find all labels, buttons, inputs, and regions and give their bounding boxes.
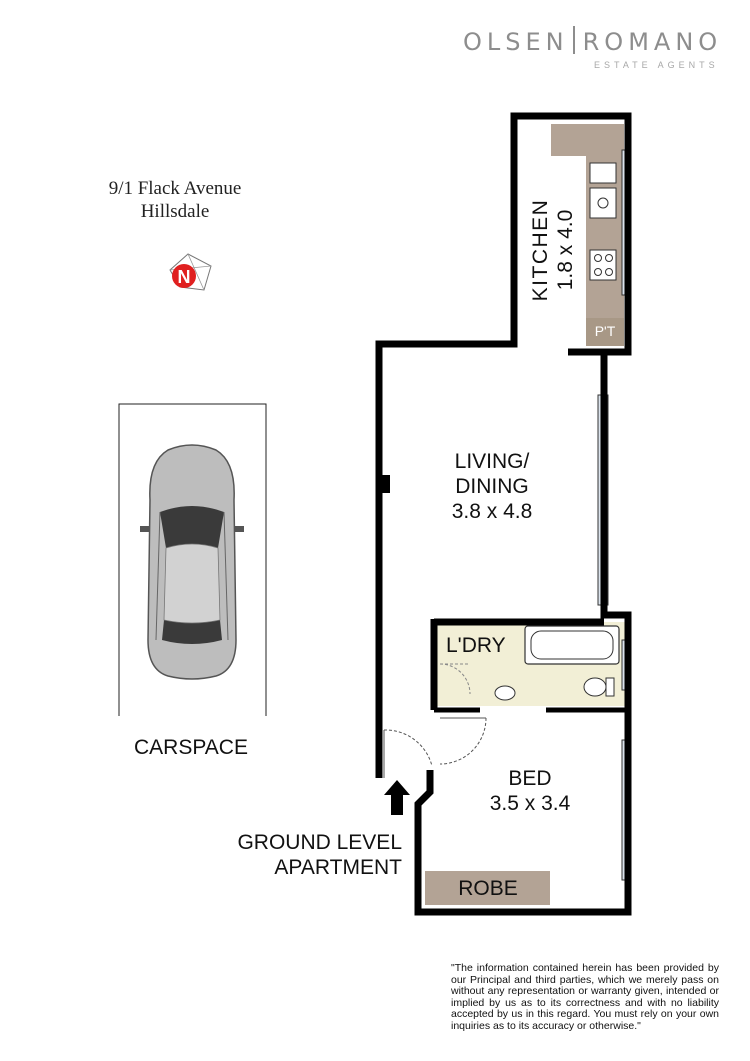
bedroom-door	[439, 717, 487, 765]
brand-name-right: ROMANO	[582, 28, 723, 56]
brand-tagline: ESTATE AGENTS	[594, 60, 719, 70]
brand-name-left: OLSEN	[463, 28, 569, 56]
property-address: 9/1 Flack Avenue Hillsdale	[60, 177, 290, 223]
compass-icon: N	[169, 253, 212, 291]
kitchen-label: KITCHEN	[529, 199, 552, 302]
entry-arrow-icon	[384, 780, 410, 815]
pantry-label: P'T	[595, 323, 616, 339]
sink-icon	[589, 162, 617, 184]
kitchen-bench	[551, 124, 624, 346]
brand-divider	[572, 26, 575, 54]
basin-icon	[494, 685, 516, 701]
entry-label-line-2: APARTMENT	[274, 856, 402, 879]
kitchen-size: 1.8 x 4.0	[554, 210, 577, 291]
wall-nib	[381, 475, 390, 493]
laundry-tiles	[437, 622, 625, 706]
laundry-label: L'DRY	[446, 634, 506, 657]
bathtub-icon	[524, 625, 620, 665]
robe-label: ROBE	[458, 877, 518, 900]
entry-label-line-1: GROUND LEVEL	[237, 831, 402, 854]
robe-cupboard	[425, 871, 550, 905]
brand-logo: OLSEN ROMANO	[463, 26, 722, 56]
pantry-cupboard	[586, 318, 624, 346]
living-size: 3.8 x 4.8	[452, 500, 533, 523]
car-icon	[140, 444, 244, 680]
compass-letter: N	[178, 267, 191, 287]
living-label-line-1: LIVING/	[455, 450, 530, 473]
carspace-area	[118, 403, 267, 716]
bed-label: BED	[508, 767, 551, 790]
address-line-2: Hillsdale	[140, 201, 210, 222]
toilet-icon	[583, 677, 607, 697]
living-label-line-2: DINING	[455, 475, 529, 498]
bed-size: 3.5 x 3.4	[490, 792, 571, 815]
carspace-label: CARSPACE	[134, 736, 248, 759]
disclaimer-text: "The information contained herein has be…	[451, 962, 719, 1032]
entry-door	[383, 729, 433, 778]
address-line-1: 9/1 Flack Avenue	[108, 178, 242, 199]
cooktop-icon	[589, 249, 617, 281]
walls	[375, 112, 632, 916]
